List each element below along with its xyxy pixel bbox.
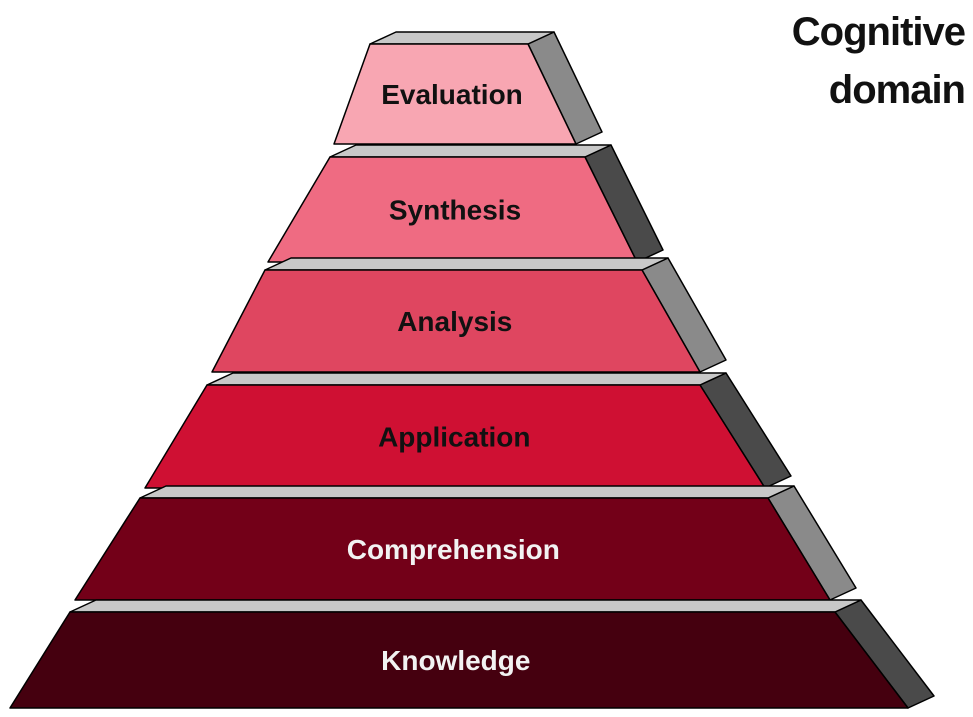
level-label-analysis: Analysis bbox=[397, 306, 512, 337]
level-ledge-evaluation bbox=[369, 31, 555, 45]
level-label-comprehension: Comprehension bbox=[347, 534, 560, 565]
level-label-application: Application bbox=[378, 422, 530, 453]
level-face-knowledge bbox=[9, 611, 909, 709]
level-label-synthesis: Synthesis bbox=[389, 195, 521, 226]
level-ledge-comprehension bbox=[139, 485, 795, 499]
level-ledge-application bbox=[206, 372, 727, 386]
title-line-2: domain bbox=[828, 68, 966, 112]
level-ledge-synthesis bbox=[329, 144, 612, 158]
level-label-evaluation: Evaluation bbox=[381, 79, 523, 110]
level-ledge-knowledge bbox=[69, 599, 862, 613]
level-label-knowledge: Knowledge bbox=[381, 645, 530, 676]
level-face-evaluation bbox=[333, 43, 577, 145]
level-face-analysis bbox=[211, 269, 701, 373]
level-ledge-analysis bbox=[264, 257, 669, 271]
title-line-1: Cognitive bbox=[791, 10, 966, 54]
